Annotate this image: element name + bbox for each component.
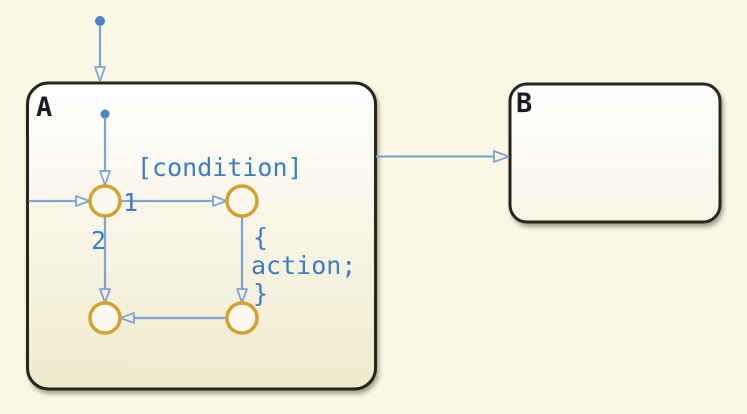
junction-top-right[interactable] [225, 184, 259, 218]
transition-state-a-to-state-b[interactable] [375, 150, 510, 163]
transition-action-open-brace[interactable]: { [253, 223, 268, 252]
transition-branch-1-label[interactable]: 1 [123, 188, 138, 217]
transition-junction2-to-junction4[interactable]: { action; } [236, 215, 356, 309]
transition-action-label[interactable]: action; [251, 251, 356, 280]
transition-junction1-to-junction3[interactable]: 2 [91, 215, 111, 304]
transition-action-close-brace[interactable]: } [253, 279, 268, 308]
default-transition-inner[interactable] [99, 109, 111, 186]
arrowhead-right-icon [493, 150, 510, 163]
transition-junction1-to-junction2[interactable]: [condition] 1 [119, 153, 303, 217]
transition-border-to-junction1[interactable] [28, 195, 91, 207]
state-b-shape[interactable] [508, 82, 722, 224]
state-a-shape[interactable] [26, 81, 377, 391]
arrowhead-left-icon [119, 312, 135, 324]
state-b[interactable]: B [508, 82, 722, 224]
state-a[interactable]: A [26, 81, 377, 391]
junction-bottom-right[interactable] [225, 301, 259, 335]
arrowhead-down-icon [99, 170, 111, 186]
arrowhead-down-icon [236, 288, 248, 304]
state-a-name[interactable]: A [36, 92, 52, 123]
arrowhead-down-icon [94, 66, 106, 82]
arrowhead-down-icon [99, 288, 111, 304]
transition-branch-2-label[interactable]: 2 [91, 226, 106, 255]
default-transition-origin-dot[interactable] [95, 16, 105, 26]
junction-top-left[interactable] [88, 184, 122, 218]
transition-junction4-to-junction3[interactable] [119, 312, 228, 324]
state-b-name[interactable]: B [516, 88, 532, 119]
arrowhead-right-icon [75, 195, 91, 207]
transition-condition-label[interactable]: [condition] [137, 153, 303, 182]
arrowhead-right-icon [212, 195, 228, 207]
junction-bottom-left[interactable] [88, 301, 122, 335]
default-transition-chart[interactable] [94, 16, 106, 82]
inner-default-origin-dot[interactable] [100, 109, 110, 119]
